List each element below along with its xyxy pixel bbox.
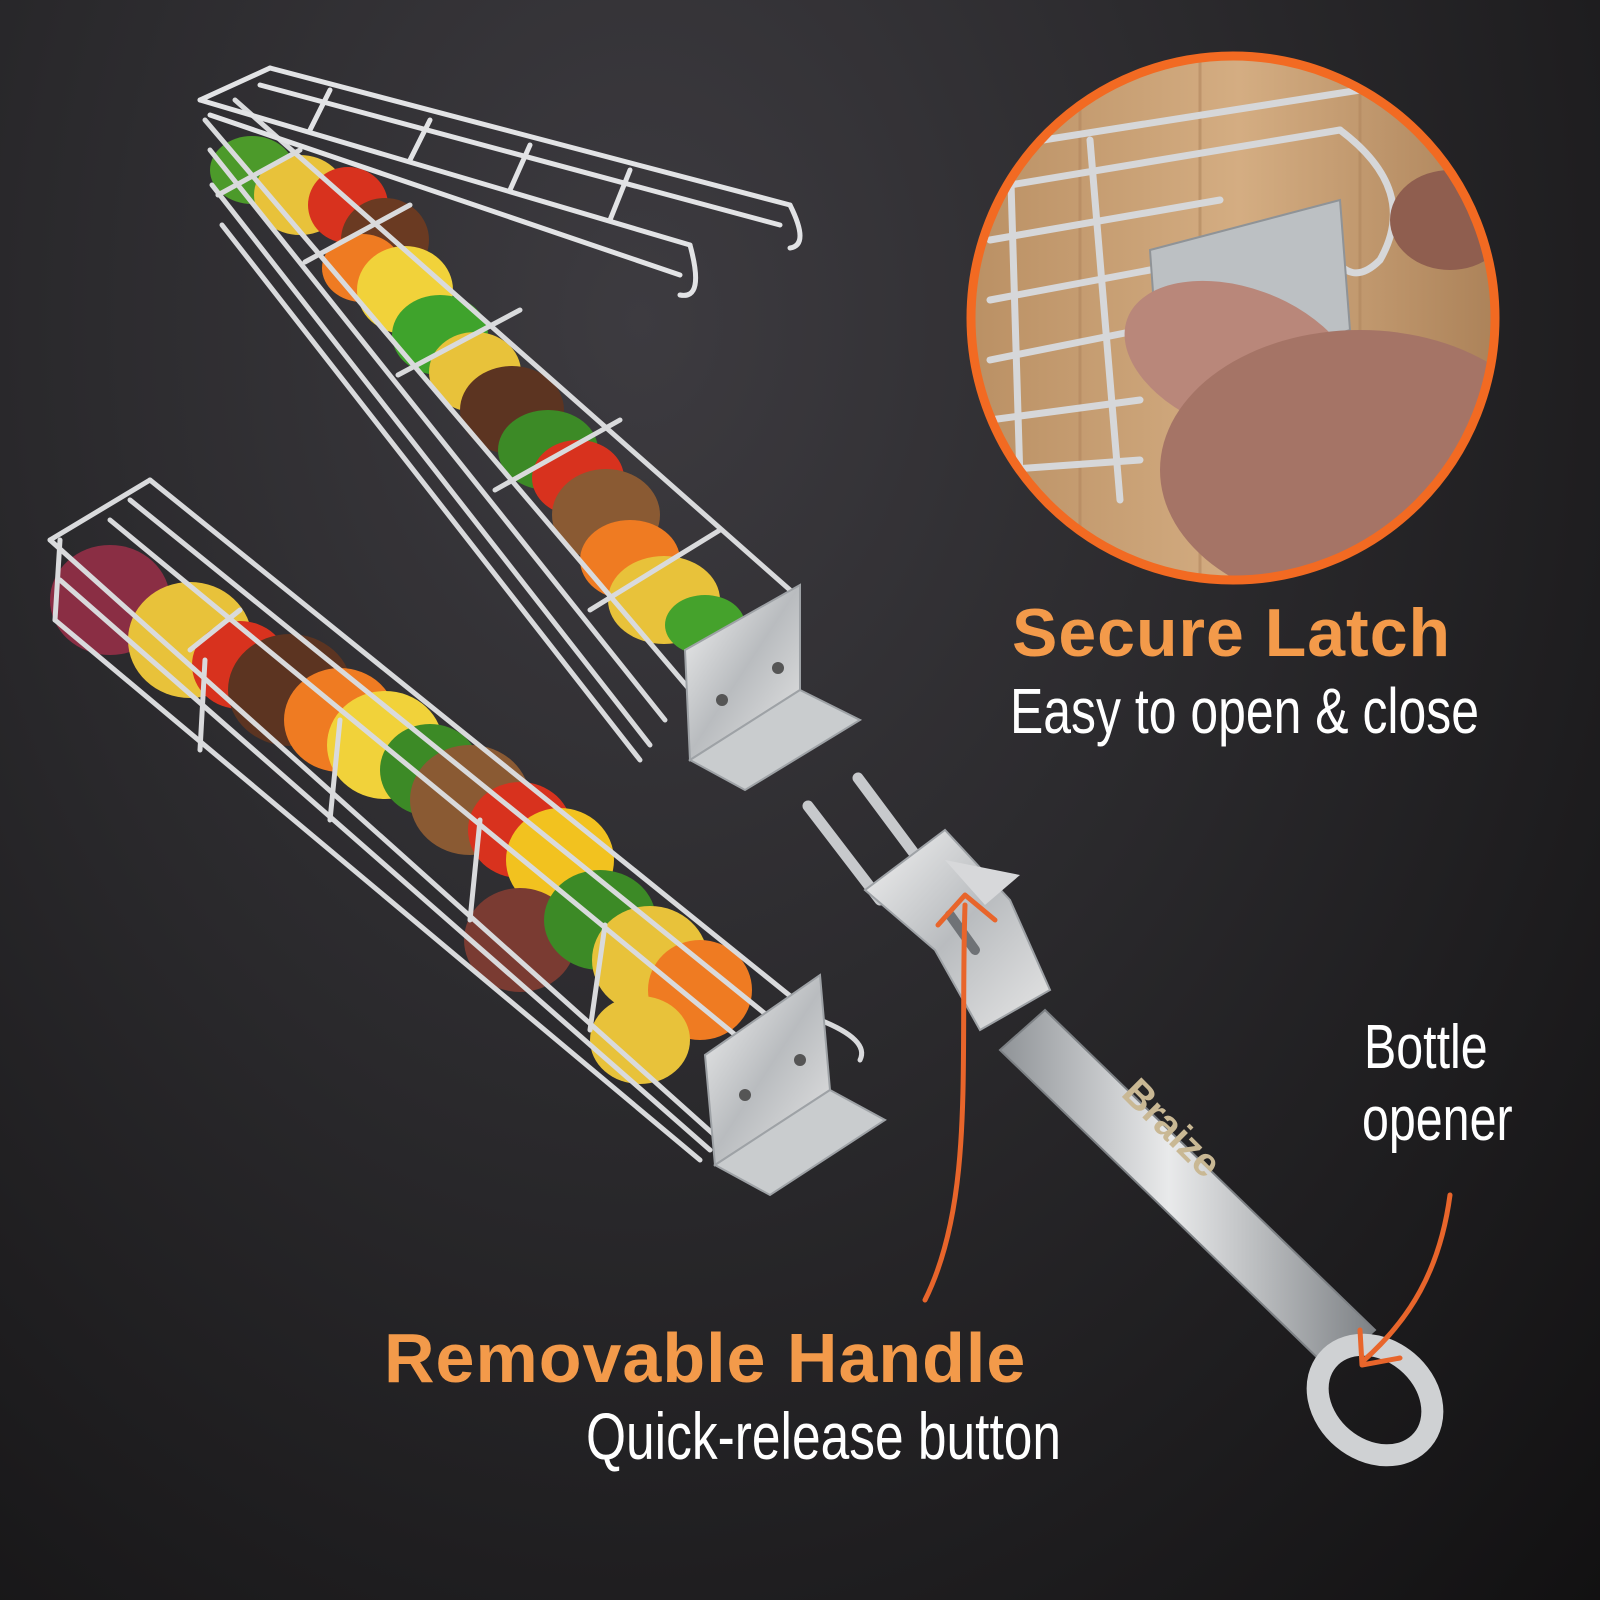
basket-food-top bbox=[210, 136, 745, 655]
latch-closeup bbox=[966, 51, 1500, 585]
removable-handle: Braize bbox=[802, 772, 1444, 1467]
bottle-opener-label-line2: opener bbox=[1362, 1085, 1513, 1154]
arrow-to-bottle-opener bbox=[1357, 1192, 1453, 1368]
secure-latch-subtitle: Easy to open & close bbox=[1010, 675, 1479, 747]
bottle-opener-label-line1: Bottle bbox=[1364, 1013, 1488, 1082]
closed-kabob-basket bbox=[47, 477, 887, 1197]
bottle-opener-ring bbox=[1306, 1333, 1444, 1467]
removable-handle-heading: Removable Handle bbox=[384, 1319, 1027, 1397]
removable-handle-subtitle: Quick-release button bbox=[586, 1399, 1062, 1473]
arrow-to-release-button bbox=[922, 892, 998, 1303]
secure-latch-heading: Secure Latch bbox=[1012, 595, 1452, 671]
open-kabob-basket bbox=[197, 65, 863, 792]
